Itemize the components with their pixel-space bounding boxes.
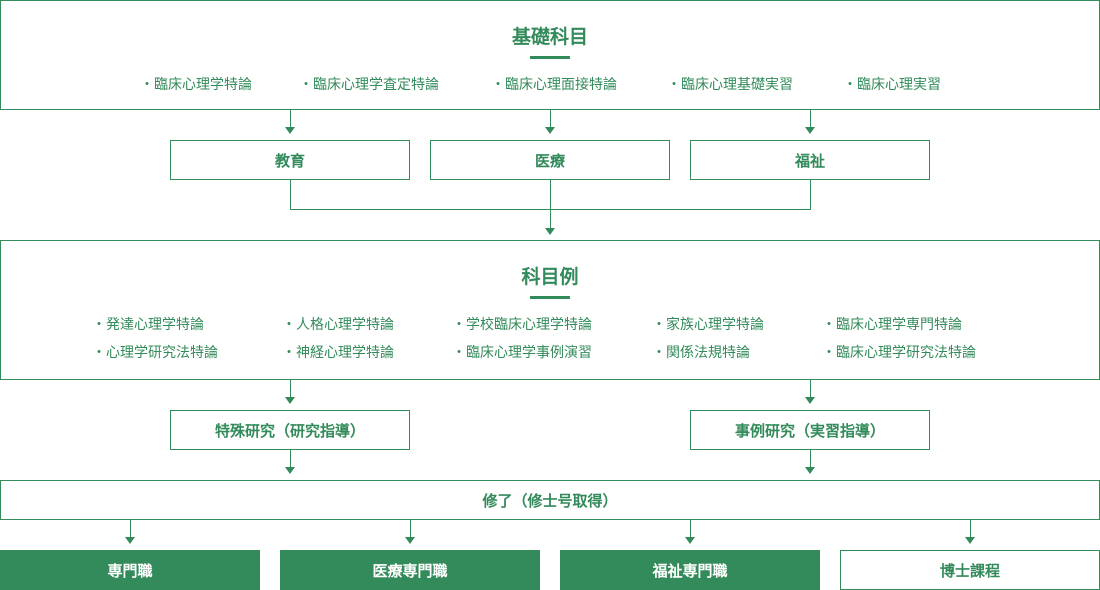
connector-line — [970, 520, 971, 540]
example-subject-item: 人格心理学特論 — [282, 314, 394, 334]
example-subject-item: 臨床心理学研究法特論 — [822, 342, 976, 362]
title-underline — [530, 296, 570, 299]
arrow-down-icon — [685, 537, 695, 544]
connector-line — [810, 180, 811, 209]
example-subject-item: 神経心理学特論 — [282, 342, 394, 362]
arrow-down-icon — [805, 397, 815, 404]
outcome-medical-professional: 医療専門職 — [280, 550, 540, 590]
basic-subject-item: 臨床心理学査定特論 — [299, 74, 439, 94]
outcome-doctoral-course: 博士課程 — [840, 550, 1100, 590]
outcome-professional: 専門職 — [0, 550, 260, 590]
example-subject-item: 心理学研究法特論 — [92, 342, 218, 362]
connector-line — [810, 450, 811, 470]
case-research-box: 事例研究（実習指導） — [690, 410, 930, 450]
arrow-down-icon — [285, 127, 295, 134]
arrow-down-icon — [285, 467, 295, 474]
example-subject-item: 臨床心理学専門特論 — [822, 314, 962, 334]
field-medical: 医療 — [430, 140, 670, 180]
example-subject-item: 臨床心理学事例演習 — [452, 342, 592, 362]
arrow-down-icon — [405, 537, 415, 544]
example-subject-item: 関係法規特論 — [652, 342, 750, 362]
connector-line — [810, 110, 811, 130]
arrow-down-icon — [545, 228, 555, 235]
connector-line — [410, 520, 411, 540]
arrow-down-icon — [545, 127, 555, 134]
arrow-down-icon — [965, 537, 975, 544]
outcome-welfare-professional: 福祉専門職 — [560, 550, 820, 590]
example-subject-item: 発達心理学特論 — [92, 314, 204, 334]
arrow-down-icon — [125, 537, 135, 544]
completion-box: 修了（修士号取得） — [0, 480, 1100, 520]
basic-subject-item: 臨床心理基礎実習 — [667, 74, 793, 94]
connector-line — [550, 180, 551, 230]
example-subject-item: 学校臨床心理学特論 — [452, 314, 592, 334]
connector-line — [550, 110, 551, 130]
connector-line — [130, 520, 131, 540]
basic-subject-item: 臨床心理学特論 — [140, 74, 252, 94]
title-underline — [530, 56, 570, 59]
connector-line — [290, 380, 291, 400]
connector-line — [290, 110, 291, 130]
connector-line — [810, 380, 811, 400]
connector-line — [690, 520, 691, 540]
field-education: 教育 — [170, 140, 410, 180]
connector-line — [290, 180, 291, 209]
basic-subject-item: 臨床心理面接特論 — [491, 74, 617, 94]
arrow-down-icon — [805, 127, 815, 134]
field-welfare: 福祉 — [690, 140, 930, 180]
basic-subjects-title: 基礎科目 — [511, 26, 588, 48]
basic-subject-item: 臨床心理実習 — [843, 74, 941, 94]
connector-line — [290, 450, 291, 470]
arrow-down-icon — [285, 397, 295, 404]
example-subjects-title: 科目例 — [521, 266, 579, 288]
arrow-down-icon — [805, 467, 815, 474]
special-research-box: 特殊研究（研究指導） — [170, 410, 410, 450]
example-subject-item: 家族心理学特論 — [652, 314, 764, 334]
